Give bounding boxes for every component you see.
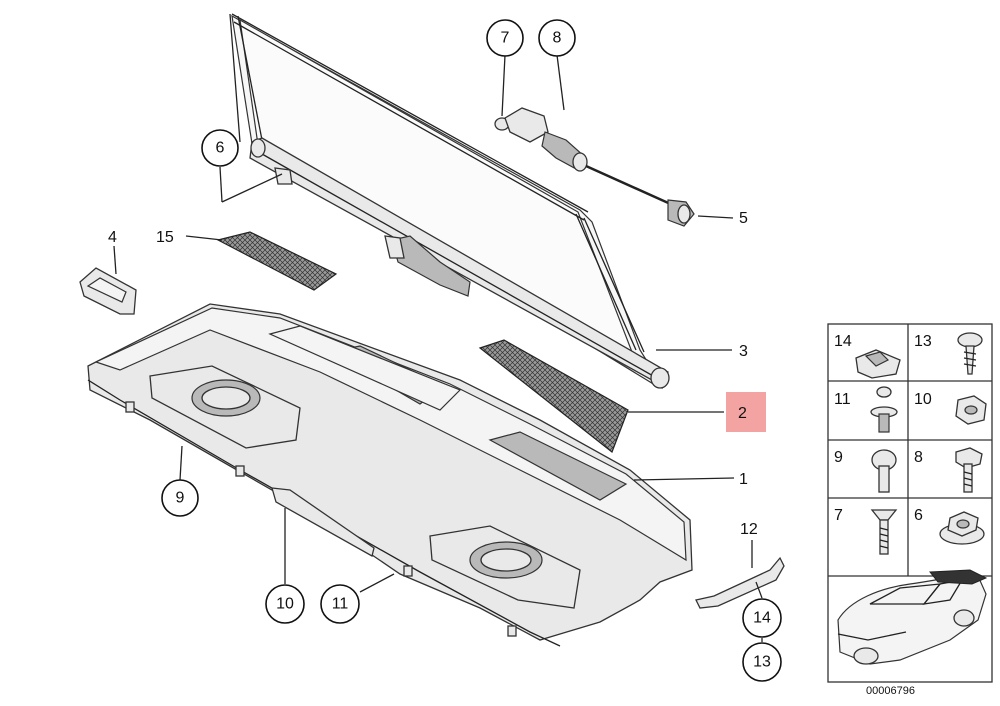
grille-2 xyxy=(478,339,629,453)
callout-2: 2 xyxy=(738,405,747,422)
screw-icon xyxy=(957,332,983,375)
callout-12: 12 xyxy=(740,521,758,538)
svg-text:7: 7 xyxy=(501,30,510,47)
callout-5: 5 xyxy=(739,210,748,227)
svg-text:9: 9 xyxy=(176,490,185,507)
hex-nut-icon xyxy=(955,395,987,425)
hw-label-9: 9 xyxy=(834,449,843,466)
plastic-rivet-icon xyxy=(871,449,897,493)
svg-text:14: 14 xyxy=(753,610,771,627)
hw-label-8: 8 xyxy=(914,449,923,466)
bracket-12 xyxy=(695,556,785,609)
leader-lines xyxy=(113,54,763,642)
sunblind-assembly xyxy=(229,13,670,390)
callout-3: 3 xyxy=(739,343,748,360)
collar-nut-icon xyxy=(939,511,985,545)
svg-text:8: 8 xyxy=(553,30,562,47)
hw-label-11: 11 xyxy=(834,391,851,408)
expanding-rivet-icon xyxy=(870,386,898,433)
svg-text:13: 13 xyxy=(753,654,771,671)
hw-label-14: 14 xyxy=(834,333,852,350)
callout-15: 15 xyxy=(156,229,174,246)
callout-11: 11 xyxy=(320,584,360,624)
svg-text:6: 6 xyxy=(216,140,225,157)
svg-text:10: 10 xyxy=(276,596,294,613)
callout-1: 1 xyxy=(739,471,748,488)
callout-9: 9 xyxy=(161,479,199,517)
drive-cable-assembly xyxy=(494,107,695,227)
hw-label-10: 10 xyxy=(914,391,932,408)
callout-13: 13 xyxy=(742,642,782,682)
callout-2-highlight xyxy=(726,392,766,432)
drawing-number: 00006796 xyxy=(866,685,915,697)
hardware-table: 14 13 11 10 9 8 xyxy=(827,323,993,683)
callout-8: 8 xyxy=(538,19,576,57)
callout-7: 7 xyxy=(486,19,524,57)
callout-6: 6 xyxy=(201,129,239,167)
clip-nut-icon xyxy=(855,349,901,379)
hex-bolt-icon xyxy=(955,447,983,493)
svg-text:11: 11 xyxy=(332,596,349,613)
grille-15 xyxy=(216,231,338,291)
parcel-shelf xyxy=(87,303,693,647)
car-location-thumbnail xyxy=(837,569,988,665)
hw-label-7: 7 xyxy=(834,507,843,524)
callout-4: 4 xyxy=(108,229,117,246)
hw-label-13: 13 xyxy=(914,333,932,350)
callout-14: 14 xyxy=(742,598,782,638)
countersunk-bolt-icon xyxy=(870,509,898,555)
callout-10: 10 xyxy=(265,584,305,624)
hw-label-6: 6 xyxy=(914,507,923,524)
